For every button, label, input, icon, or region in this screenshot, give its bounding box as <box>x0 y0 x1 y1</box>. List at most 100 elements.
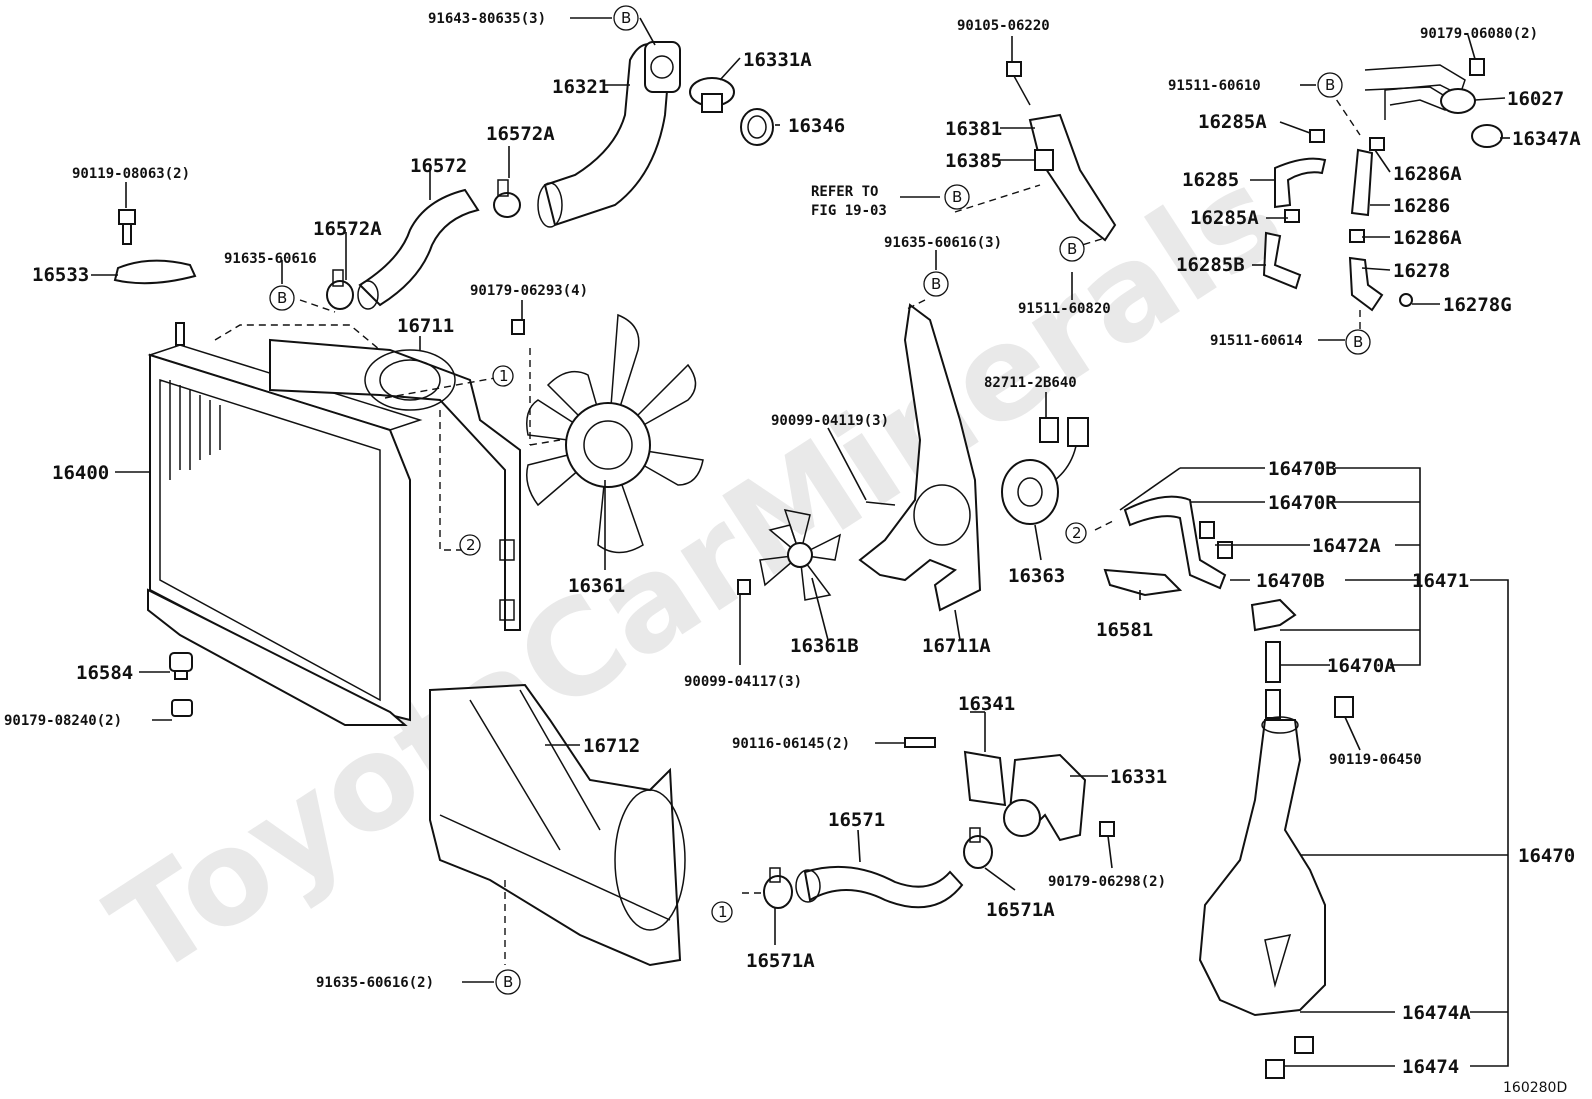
svg-text:B: B <box>621 9 631 27</box>
label-16331: 16331 <box>1110 766 1167 788</box>
clamp-16285A-2 <box>1284 209 1300 223</box>
label-90119-06450: 90119-06450 <box>1329 752 1422 768</box>
label-16285A-1: 16285A <box>1198 111 1267 133</box>
hose-clamp-upper-a <box>493 179 521 218</box>
lower-hose <box>795 865 964 909</box>
fan-shroud-lower <box>429 683 686 967</box>
label-90099-04119: 90099-04119(3) <box>771 413 889 429</box>
gasket <box>740 108 774 146</box>
marker-b-4: B <box>1059 236 1085 262</box>
label-16331A: 16331A <box>743 49 812 71</box>
water-outlet <box>537 41 681 228</box>
label-16711A: 16711A <box>922 635 991 657</box>
svg-text:1: 1 <box>718 903 728 921</box>
bracket-16381 <box>1028 113 1117 242</box>
marker-b-3: B <box>944 184 970 210</box>
bracket-16711A <box>858 303 982 612</box>
label-16470B-2: 16470B <box>1256 570 1325 592</box>
radiator <box>147 322 423 726</box>
label-16474A: 16474A <box>1402 1002 1471 1024</box>
svg-text:B: B <box>931 275 941 293</box>
bolt-90119-08063 <box>118 209 136 245</box>
label-90179-06293: 90179-06293(4) <box>470 283 588 299</box>
label-16584: 16584 <box>76 662 133 684</box>
label-91511-60820: 91511-60820 <box>1018 301 1111 317</box>
label-16278: 16278 <box>1393 260 1450 282</box>
bracket-16581 <box>1103 568 1183 597</box>
reservoir-hose <box>1123 495 1227 590</box>
label-91635-60616-2: 91635-60616(2) <box>316 975 434 991</box>
label-82711-2B640: 82711-2B640 <box>984 375 1077 391</box>
label-16571A-2: 16571A <box>746 950 815 972</box>
cushion-16584 <box>169 652 193 680</box>
svg-text:B: B <box>503 973 513 991</box>
svg-text:B: B <box>1067 240 1077 258</box>
label-16581: 16581 <box>1096 619 1153 641</box>
label-91643-80635: 91643-80635(3) <box>428 11 546 27</box>
svg-text:B: B <box>952 188 962 206</box>
hose-16285 <box>1274 157 1327 209</box>
label-91635-60616-3: 91635-60616(3) <box>884 235 1002 251</box>
label-16363: 16363 <box>1008 565 1065 587</box>
bolt-90119-06450 <box>1334 696 1354 718</box>
svg-text:1: 1 <box>499 367 509 385</box>
small-fan <box>759 509 842 601</box>
label-91511-60610: 91511-60610 <box>1168 78 1261 94</box>
label-16341: 16341 <box>958 693 1015 715</box>
label-16285B: 16285B <box>1176 254 1245 276</box>
marker-b-8: B <box>495 969 521 995</box>
refer-to-line1: REFER TO <box>811 184 878 200</box>
hose-clamp-upper-b <box>326 269 354 310</box>
label-16471: 16471 <box>1412 570 1469 592</box>
label-16571A-1: 16571A <box>986 899 1055 921</box>
label-16470R: 16470R <box>1268 492 1337 514</box>
label-16712: 16712 <box>583 735 640 757</box>
label-16278G: 16278G <box>1443 294 1512 316</box>
clamp-16286A-1 <box>1369 137 1385 151</box>
label-16470A: 16470A <box>1327 655 1396 677</box>
reservoir-tank <box>1198 716 1326 1017</box>
pipe-16278 <box>1348 256 1384 312</box>
label-16470B-1: 16470B <box>1268 458 1337 480</box>
svg-text:B: B <box>1325 76 1335 94</box>
label-16470: 16470 <box>1518 845 1575 867</box>
label-16347A: 16347A <box>1512 128 1581 150</box>
fan-motor <box>1001 417 1089 525</box>
clip-90179-06293 <box>511 319 525 335</box>
nut-90179-06298 <box>1099 821 1115 837</box>
label-16711: 16711 <box>397 315 454 337</box>
label-16027: 16027 <box>1507 88 1564 110</box>
label-16286: 16286 <box>1393 195 1450 217</box>
label-16361: 16361 <box>568 575 625 597</box>
label-90179-08240: 90179-08240(2) <box>4 713 122 729</box>
marker-b-2: B <box>269 285 295 311</box>
water-inlet <box>1003 753 1087 842</box>
bolt-90116-06145 <box>904 737 936 748</box>
marker-1-b: 1 <box>711 901 733 923</box>
label-16321: 16321 <box>552 76 609 98</box>
label-90119-08063: 90119-08063(2) <box>72 166 190 182</box>
pipe-16027 <box>1364 64 1476 120</box>
drain-16474 <box>1265 1059 1285 1079</box>
label-90099-04117: 90099-04117(3) <box>684 674 802 690</box>
tube-piece <box>1265 689 1281 719</box>
label-91511-60614: 91511-60614 <box>1210 333 1303 349</box>
label-16572: 16572 <box>410 155 467 177</box>
pipe-16285B <box>1262 231 1302 290</box>
leader-lines <box>91 17 1510 1067</box>
marker-b-5: B <box>923 271 949 297</box>
svg-text:2: 2 <box>466 536 476 554</box>
label-16285: 16285 <box>1182 169 1239 191</box>
label-16285A-2: 16285A <box>1190 207 1259 229</box>
svg-text:2: 2 <box>1072 524 1082 542</box>
bolt-90105-06220 <box>1006 61 1031 106</box>
bolt-90099-04119 <box>865 501 896 506</box>
thermostat <box>689 77 735 113</box>
svg-text:B: B <box>277 289 287 307</box>
dashed-references <box>214 89 1361 965</box>
part-labels: 91643-80635(3) 16331A 16321 16346 16572A… <box>4 11 1581 1096</box>
marker-1-a: 1 <box>492 365 514 387</box>
fan-shroud-upper <box>269 338 521 631</box>
ring-16278G <box>1399 293 1413 307</box>
